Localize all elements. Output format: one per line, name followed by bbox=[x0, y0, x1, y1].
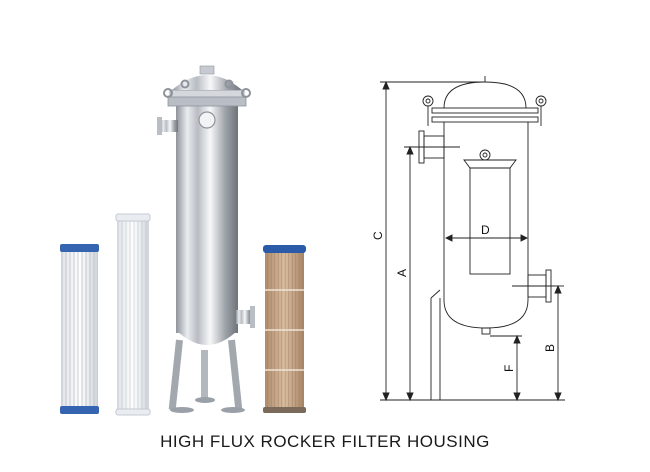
dimension-label-d: D bbox=[481, 223, 490, 237]
dimension-label-a: A bbox=[395, 269, 409, 277]
dimension-drawing bbox=[380, 76, 565, 402]
pleated-cartridge-white bbox=[60, 244, 99, 414]
filter-housing-photo bbox=[157, 65, 255, 413]
dimension-label-b: B bbox=[543, 344, 557, 352]
product-caption: HIGH FLUX ROCKER FILTER HOUSING bbox=[160, 432, 490, 451]
pleated-cartridge-tan bbox=[263, 245, 306, 413]
melt-blown-cartridge-white bbox=[115, 213, 151, 416]
dimension-label-f: F bbox=[502, 365, 516, 372]
dimension-label-c: C bbox=[371, 231, 385, 240]
